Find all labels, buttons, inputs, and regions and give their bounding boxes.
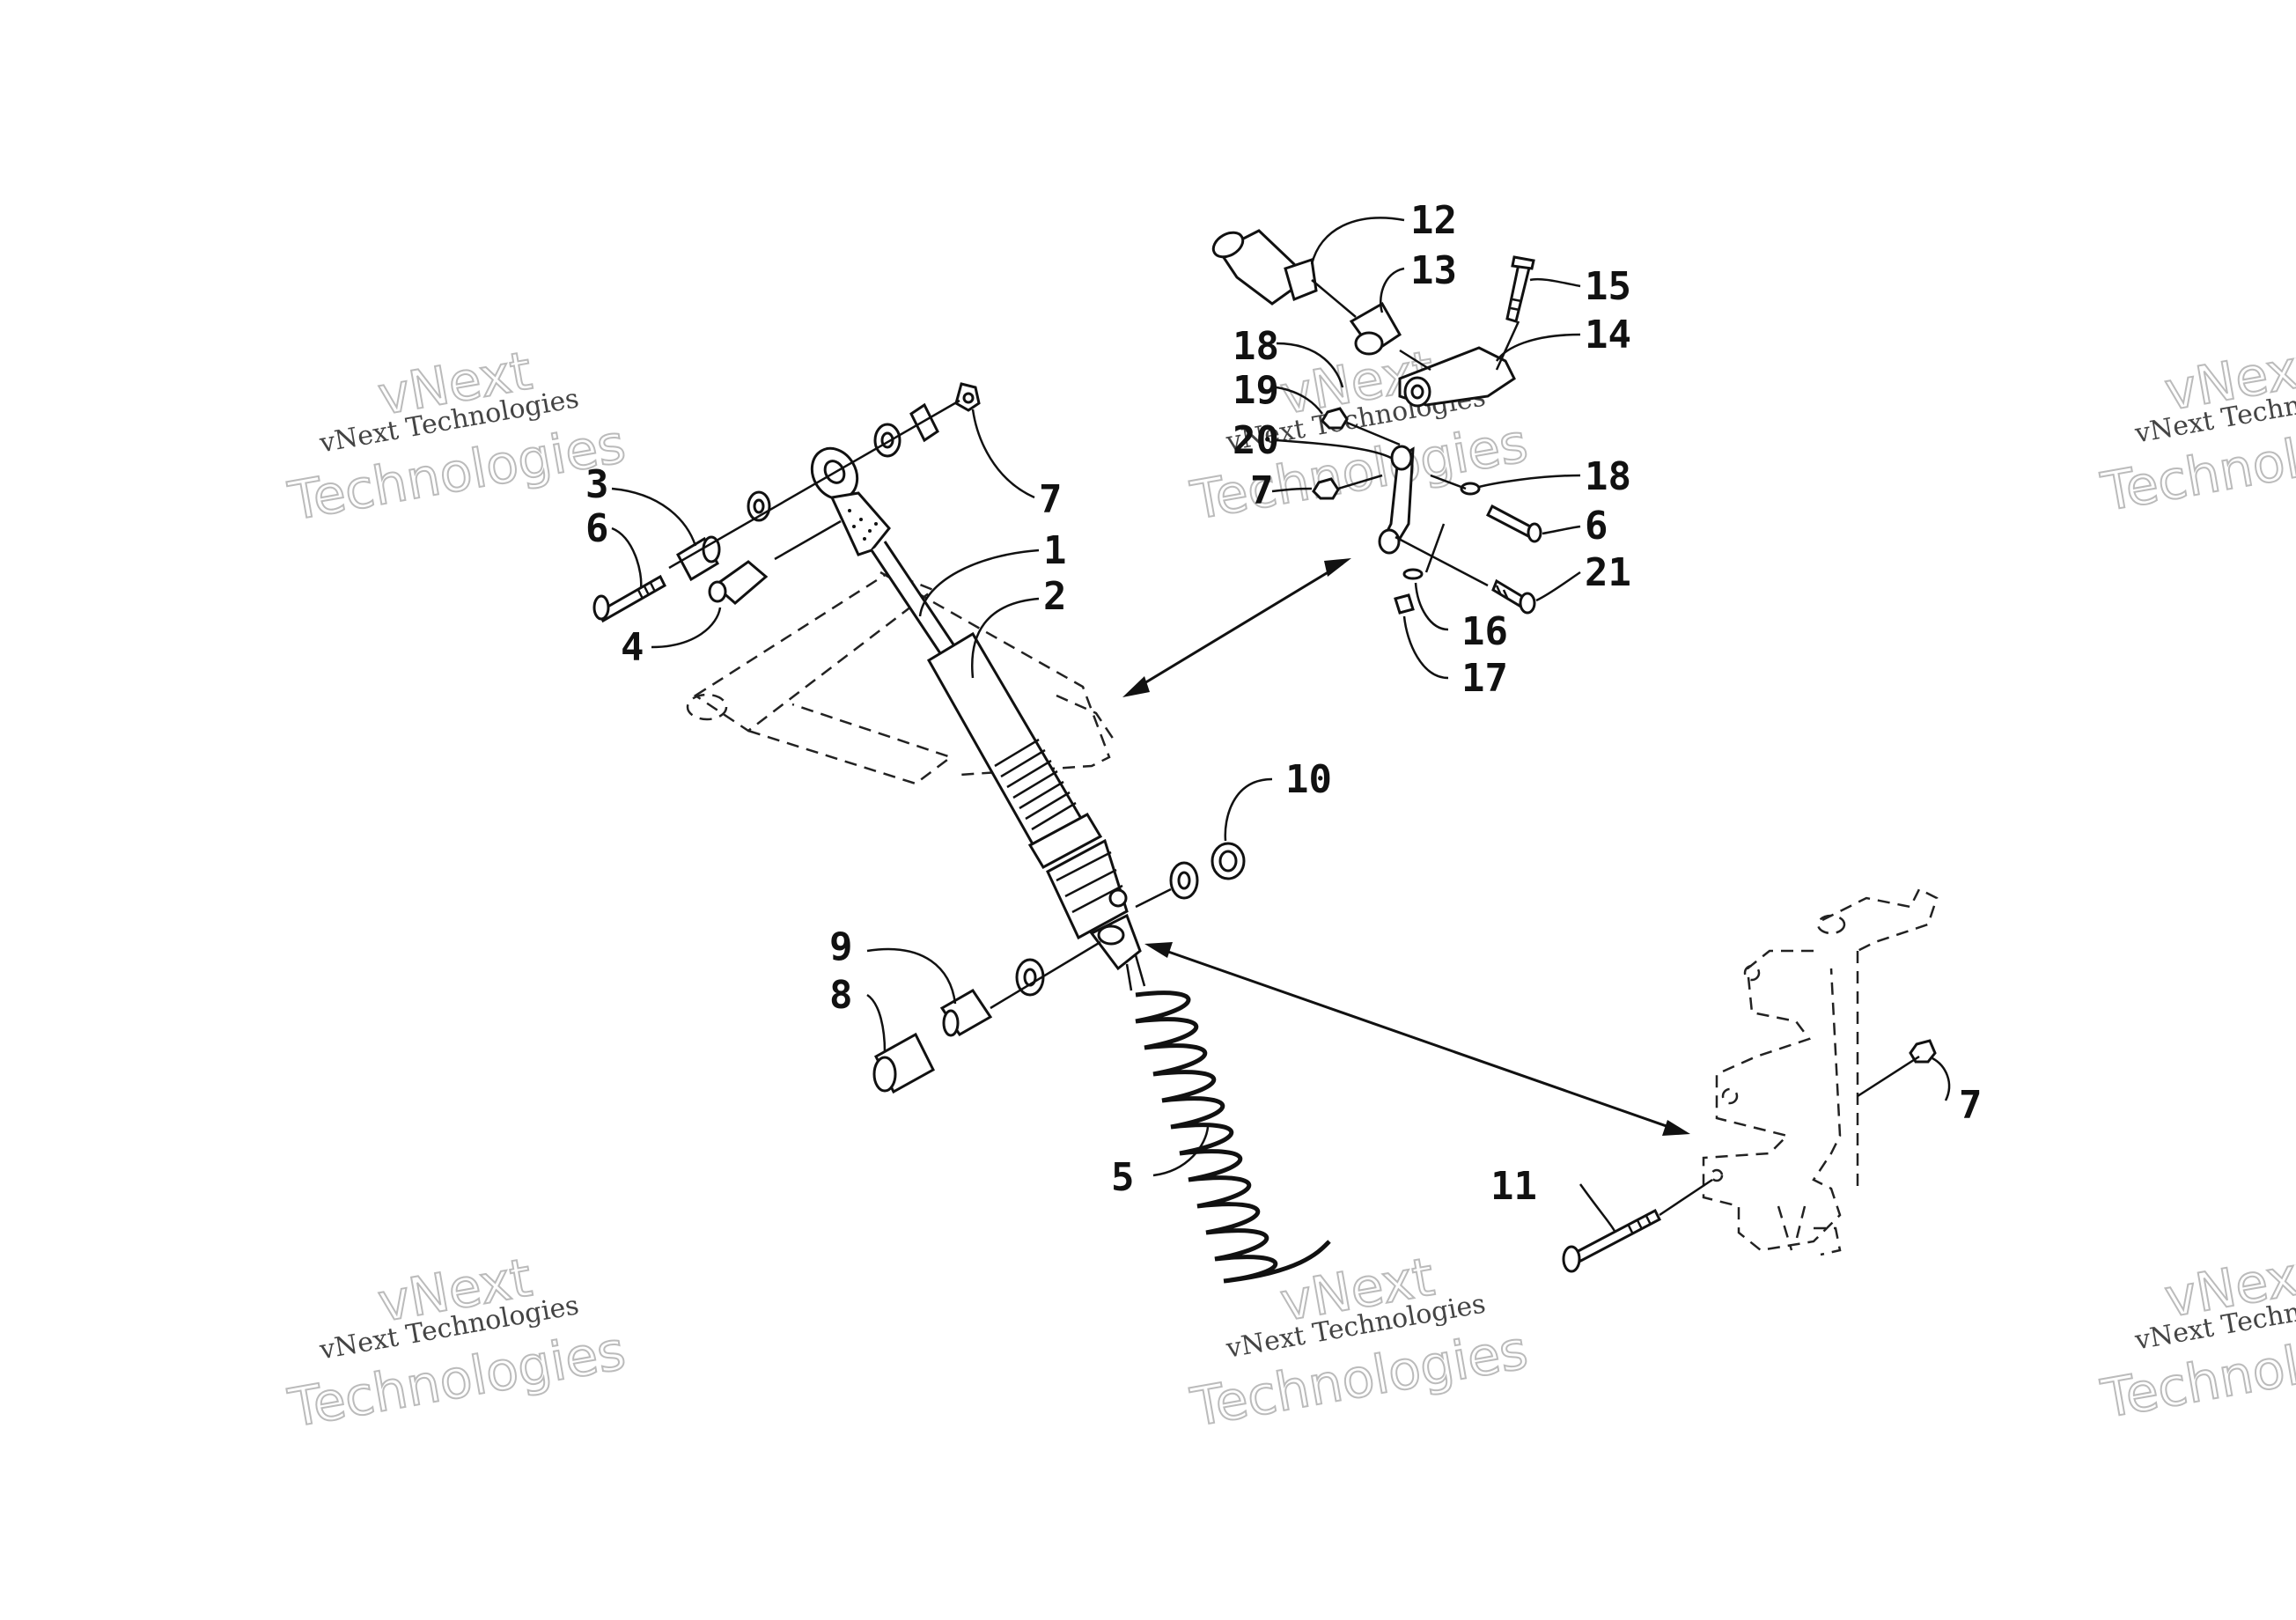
- callout-2: 2: [1043, 574, 1067, 619]
- assembly-arrow-upper: [1122, 558, 1351, 697]
- sway-bar-linkage: [1211, 229, 1542, 615]
- callout-labels: 1 2 3 4 5 6 7 8 9 10 11 12 13 14 15 16 1…: [585, 198, 1983, 1209]
- callout-7-knuckle: 7: [1959, 1083, 1983, 1128]
- callout-1: 1: [1043, 528, 1067, 573]
- callout-9: 9: [829, 924, 853, 969]
- shock-absorber: [810, 446, 1142, 971]
- callout-19: 19: [1233, 368, 1279, 413]
- shock-threads: [994, 738, 1077, 831]
- callout-7-upper: 7: [1039, 477, 1063, 522]
- leader-lines: [611, 217, 1951, 1233]
- callout-15: 15: [1585, 264, 1631, 309]
- callout-13: 13: [1410, 248, 1457, 293]
- watermark-top-right: vNext vNext Techno Technolo: [2096, 335, 2296, 525]
- callout-7-sway: 7: [1250, 468, 1274, 513]
- callout-4: 4: [621, 625, 644, 670]
- callout-21: 21: [1585, 550, 1631, 595]
- callout-18-upper: 18: [1233, 324, 1279, 369]
- callout-14: 14: [1585, 313, 1631, 357]
- watermark-bottom-left: vNext vNext Technologies Technologies: [283, 1246, 631, 1440]
- callout-18-right: 18: [1585, 454, 1631, 499]
- callout-11: 11: [1490, 1164, 1537, 1209]
- callout-3: 3: [585, 462, 609, 507]
- callout-12: 12: [1410, 198, 1457, 243]
- assembly-arrow-lower: [1144, 942, 1690, 1136]
- callout-6-right: 6: [1585, 504, 1608, 549]
- callout-16: 16: [1461, 609, 1508, 654]
- watermark-top-left: vNext vNext Technologies Technologies: [283, 339, 631, 534]
- watermark-bottom-right: vNext vNext Techno Technolo: [2096, 1241, 2296, 1432]
- watermark-bottom-center: vNext vNext Technologies Technologies: [1186, 1246, 1534, 1440]
- callout-10: 10: [1285, 757, 1332, 802]
- spring-seat-lines: [1125, 954, 1146, 991]
- callout-5: 5: [1111, 1155, 1135, 1200]
- steering-knuckle-outline: [1562, 887, 1939, 1273]
- callout-6-left: 6: [585, 506, 609, 551]
- coil-spring: [1135, 990, 1331, 1284]
- callout-8: 8: [829, 973, 853, 1018]
- callout-17: 17: [1461, 656, 1508, 701]
- callout-20: 20: [1233, 418, 1279, 463]
